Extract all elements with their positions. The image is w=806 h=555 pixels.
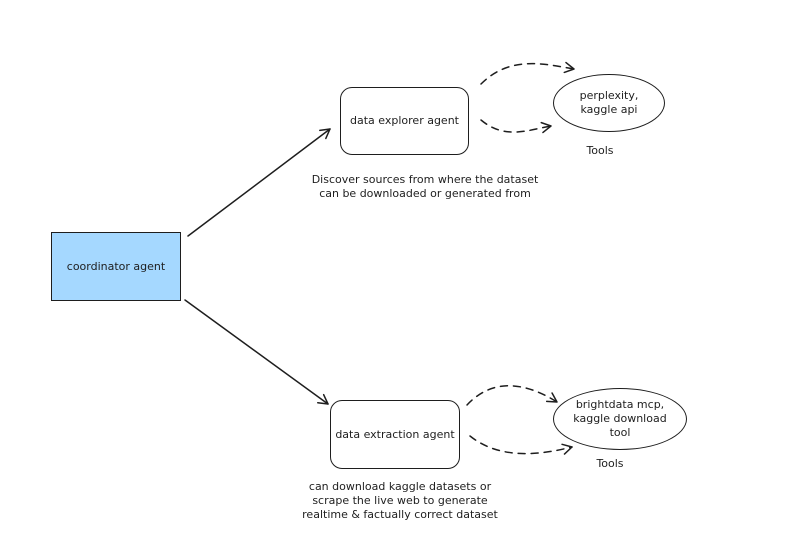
extraction-tools-ellipse: brightdata mcp, kaggle download tool [553, 388, 687, 450]
arrow-coordinator-to-explorer [187, 128, 331, 237]
data-extraction-agent-box: data extraction agent [330, 400, 460, 469]
explorer-tools-ellipse: perplexity, kaggle api [553, 74, 665, 132]
extraction-description: can download kaggle datasets or scrape t… [302, 480, 498, 521]
dashed-arrow-extraction-tools-upper [466, 385, 558, 406]
arrow-coordinator-to-extraction [184, 299, 329, 405]
dashed-arrow-explorer-tools-lower [480, 119, 552, 134]
dashed-arrow-extraction-tools-lower [469, 435, 573, 455]
extraction-tools-caption: Tools [596, 457, 624, 470]
dashed-arrow-explorer-tools-upper [480, 61, 575, 85]
data-explorer-agent-box: data explorer agent [340, 87, 469, 155]
coordinator-agent-box: coordinator agent [51, 232, 181, 301]
explorer-description: Discover sources from where the dataset … [311, 173, 539, 200]
explorer-tools-caption: Tools [586, 144, 614, 157]
